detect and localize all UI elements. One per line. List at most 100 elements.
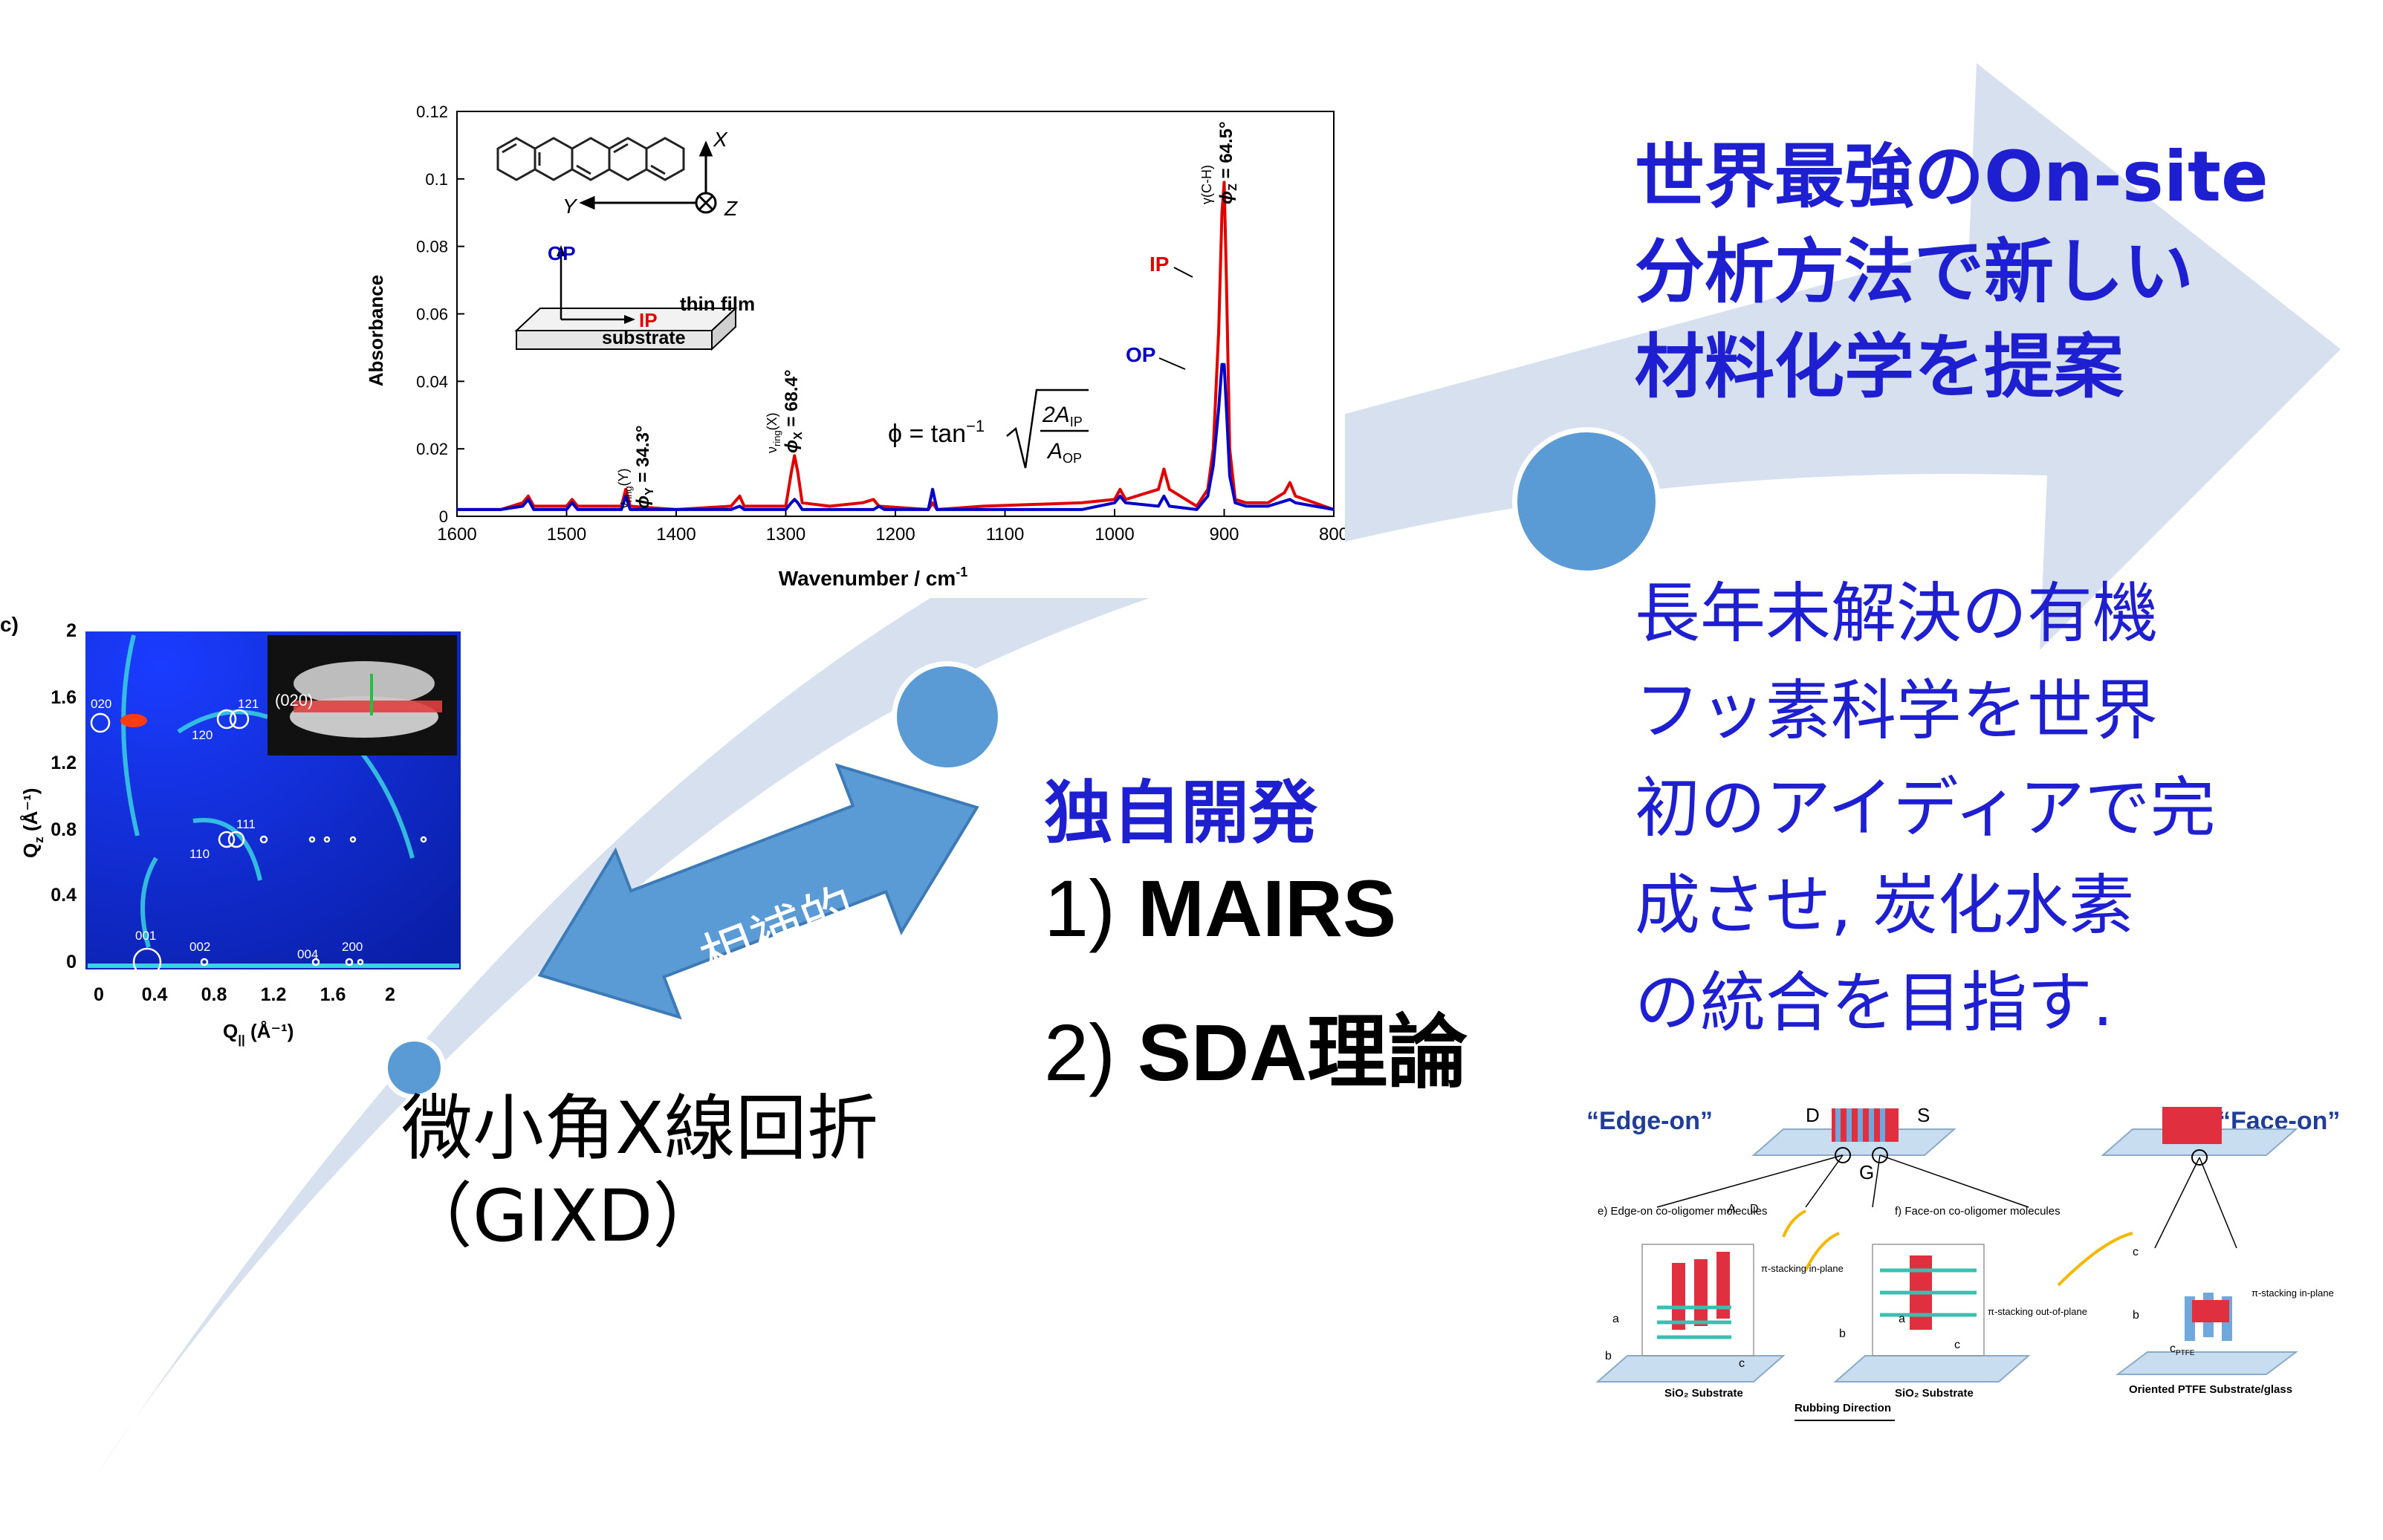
ir-x-tick-label: 900 — [1209, 524, 1239, 545]
ir-x-tick-label: 1600 — [437, 524, 476, 545]
ptfe-label: Oriented PTFE Substrate/glass — [2129, 1383, 2292, 1396]
svg-text:1.2: 1.2 — [51, 753, 77, 773]
complementary-double-arrow — [537, 763, 979, 1020]
svg-text:0.8: 0.8 — [51, 819, 77, 840]
svg-text:0: 0 — [66, 952, 77, 972]
caption-f: f) Face-on co-oligomer molecules — [1895, 1205, 2061, 1218]
gixd-reflection-labels: 020 121 120 111 110 001 002 004 200 — [91, 697, 363, 961]
method-2-name: SDA — [1138, 1007, 1308, 1097]
svg-text:b: b — [2133, 1309, 2139, 1322]
svg-text:121: 121 — [238, 697, 259, 711]
coordinate-axes — [579, 140, 717, 214]
peak-3-annotation: γ(C-H) ϕZ = 64.5° — [1199, 121, 1239, 204]
sweep-arrow-band — [97, 63, 2341, 1475]
svg-text:b: b — [1839, 1328, 1846, 1340]
peak-2-annotation: νring(X) ϕX = 68.4° — [765, 369, 805, 453]
goal-line-5: の統合を目指す. — [1635, 964, 2113, 1041]
ir-x-tick-label: 1000 — [1095, 524, 1134, 545]
axis-x-label: X — [713, 128, 728, 151]
face-on-slab — [2101, 1107, 2298, 1249]
caption-e: e) Edge-on co-oligomer molecules — [1598, 1205, 1767, 1218]
svg-text:020: 020 — [91, 697, 111, 711]
inset-op-label: OP — [548, 242, 576, 264]
svg-text:200: 200 — [342, 940, 363, 954]
svg-text:1.6: 1.6 — [320, 984, 346, 1005]
orange-arrow-3 — [1782, 1209, 1806, 1238]
chart-op-label: OP — [1126, 343, 1155, 366]
gixd-hotspot — [120, 714, 147, 727]
headline-line-1: 世界最強のOn-site — [1635, 137, 2269, 218]
svg-text:AOP: AOP — [1046, 439, 1082, 466]
molecule-structure — [496, 137, 685, 181]
ir-y-tick-label: 0.08 — [416, 238, 448, 256]
goal-line-2: フッ素科学を世界 — [1635, 672, 2159, 749]
svg-text:c: c — [2133, 1246, 2139, 1258]
axis-y-label: Y — [562, 195, 578, 218]
ir-series-group — [457, 181, 1335, 511]
orange-arrow-2 — [2057, 1232, 2133, 1287]
rubbing-label: Rubbing Direction — [1794, 1402, 1891, 1414]
svg-text:a: a — [1899, 1313, 1905, 1325]
goal-line-3: 初のアイディアで完 — [1635, 770, 2216, 846]
method-1-name: MAIRS — [1138, 863, 1397, 953]
cube-edge-on — [1595, 1244, 1786, 1383]
ir-x-tick-label: 1100 — [986, 524, 1025, 545]
svg-text:0: 0 — [94, 984, 104, 1005]
gixd-x-ticks: 0 0.4 0.8 1.2 1.6 2 — [94, 984, 395, 1005]
label-d: D — [1806, 1104, 1820, 1126]
film-diagram — [514, 245, 738, 351]
inset-substrate-label: substrate — [602, 328, 686, 348]
ir-y-tick-label: 0.1 — [425, 170, 448, 189]
svg-text:001: 001 — [135, 929, 156, 943]
svg-text:0.4: 0.4 — [51, 885, 77, 906]
method-1-prefix: 1) — [1044, 863, 1138, 953]
chart-ip-label: IP — [1150, 253, 1169, 276]
pi-stack-outplane: π-stacking out-of-plane — [1988, 1306, 2087, 1317]
inset-film-label: thin film — [680, 293, 755, 315]
axis-z-label: Z — [724, 197, 738, 220]
ir-x-tick-label: 1200 — [875, 524, 915, 545]
label-d2: D — [1750, 1203, 1759, 1215]
ir-x-tick-label: 800 — [1319, 524, 1345, 545]
ir-y-tick-label: 0 — [439, 507, 448, 526]
orientation-schematic: “Edge-on” “Face-on” D S G e) Edge-on co-… — [1583, 1099, 2378, 1426]
svg-text:νring(X): νring(X) — [765, 412, 782, 453]
gixd-inset-molecule — [290, 661, 442, 738]
edge-on-label: “Edge-on” — [1586, 1107, 1713, 1135]
inset-ip-label: IP — [639, 309, 658, 331]
sio2-label-2: SiO₂ Substrate — [1895, 1387, 1974, 1400]
svg-text:110: 110 — [189, 847, 210, 861]
method-2-prefix: 2) — [1044, 1007, 1138, 1097]
chart-op-leader — [1158, 357, 1186, 370]
gixd-xlabel: Q|| (Å⁻¹) — [223, 1020, 294, 1047]
schematic-axes: a b c b a c c b — [1605, 1246, 2139, 1370]
dev-title: 独自開発 — [1044, 773, 1318, 853]
ir-x-tick-label: 1400 — [656, 524, 696, 545]
svg-text:b: b — [1605, 1350, 1612, 1362]
label-s: S — [1917, 1104, 1930, 1126]
gixd-panel: (020) 020 121 120 111 110 001 002 004 20… — [0, 613, 461, 1047]
ir-y-tick-label: 0.04 — [416, 372, 448, 391]
svg-text:ϕZ = 64.5°: ϕZ = 64.5° — [1216, 121, 1239, 204]
gixd-label-line-2: （GIXD） — [401, 1175, 724, 1258]
svg-text:2: 2 — [66, 620, 77, 641]
pi-stack-inplane2: π-stacking in-plane — [2251, 1287, 2334, 1299]
peak-1-annotation: νring(Y) ϕY = 34.3° — [616, 425, 656, 509]
ir-series-op — [457, 363, 1335, 511]
svg-text:002: 002 — [189, 940, 210, 954]
ir-x-tick-label: 1500 — [547, 524, 586, 545]
label-a: A — [1728, 1203, 1736, 1215]
svg-text:νring(Y): νring(Y) — [616, 468, 634, 509]
svg-text:ϕY = 34.3°: ϕY = 34.3° — [633, 425, 656, 509]
method-2-suffix: 理論 — [1307, 1007, 1468, 1099]
edge-on-slab — [1656, 1108, 2029, 1208]
ir-y-tick-label: 0.12 — [416, 103, 448, 121]
svg-text:ϕ = tan−1: ϕ = tan−1 — [888, 417, 985, 448]
method-1: 1) MAIRS — [1044, 862, 1396, 955]
c-ptfe-label: cPTFE — [2170, 1342, 2195, 1357]
cube-face-on — [1833, 1244, 2031, 1383]
svg-text:c: c — [1954, 1339, 1960, 1351]
